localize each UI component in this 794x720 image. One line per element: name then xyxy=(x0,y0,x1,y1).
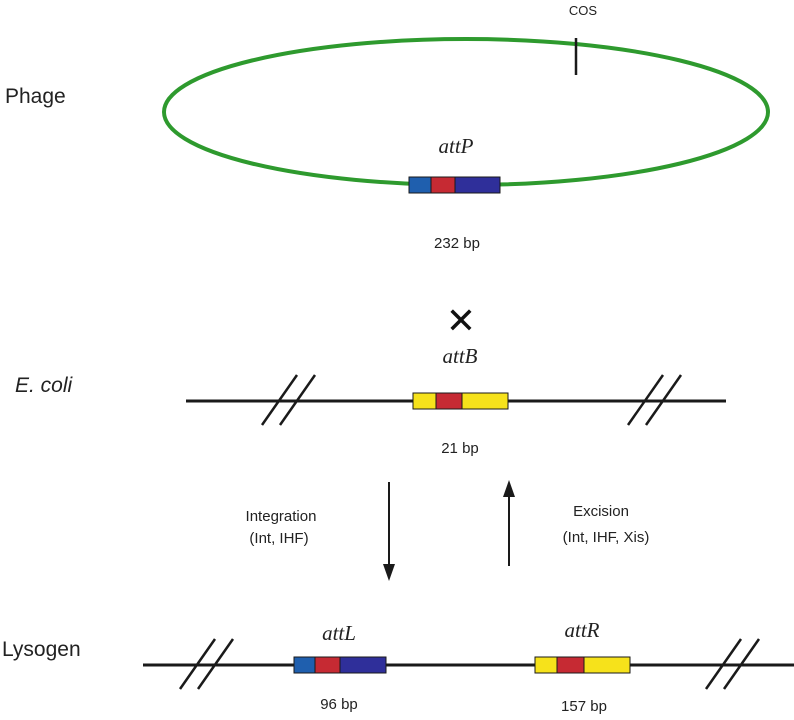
row-label-phage: Phage xyxy=(5,85,66,108)
attb-core xyxy=(435,392,463,410)
attl-core xyxy=(314,656,341,674)
attb-size-label: 21 bp xyxy=(441,440,479,457)
attb-left-arm xyxy=(412,392,437,410)
attl-size-label: 96 bp xyxy=(320,696,358,713)
integration-factors: (Int, IHF) xyxy=(249,530,308,547)
attr-core xyxy=(556,656,585,674)
attl-label: attL xyxy=(322,621,356,645)
integration-label: Integration xyxy=(246,508,317,525)
cos-label: COS xyxy=(569,3,598,18)
attr-right-arm xyxy=(583,656,631,674)
attp-left-arm xyxy=(408,176,432,194)
attl-left-arm xyxy=(293,656,316,674)
excision-label: Excision xyxy=(573,503,629,520)
attl-right-arm xyxy=(339,656,387,674)
lysogen-break-left xyxy=(178,638,235,690)
lysogen-break-right xyxy=(704,638,761,690)
attr-site xyxy=(534,656,631,674)
row-label-lysogen: Lysogen xyxy=(2,638,81,661)
attb-site xyxy=(412,392,509,410)
phage-circular-dna xyxy=(162,37,770,187)
attl-site xyxy=(293,656,387,674)
row-label-ecoli: E. coli xyxy=(15,374,74,397)
attr-label: attR xyxy=(565,618,600,642)
ecoli-break-right xyxy=(626,374,683,426)
attr-left-arm xyxy=(534,656,558,674)
excision-factors: (Int, IHF, Xis) xyxy=(563,529,650,546)
attp-right-arm xyxy=(454,176,501,194)
excision-arrowhead-icon xyxy=(503,480,515,497)
attr-size-label: 157 bp xyxy=(561,698,607,715)
attb-label: attB xyxy=(443,344,478,368)
attb-right-arm xyxy=(461,392,509,410)
integration-arrowhead-icon xyxy=(383,564,395,581)
attp-label: attP xyxy=(439,134,474,158)
attp-core xyxy=(430,176,456,194)
attp-site xyxy=(408,176,501,194)
attp-size-label: 232 bp xyxy=(434,235,480,252)
recombination-cross-icon: ✕ xyxy=(446,300,476,341)
ecoli-break-left xyxy=(260,374,317,426)
